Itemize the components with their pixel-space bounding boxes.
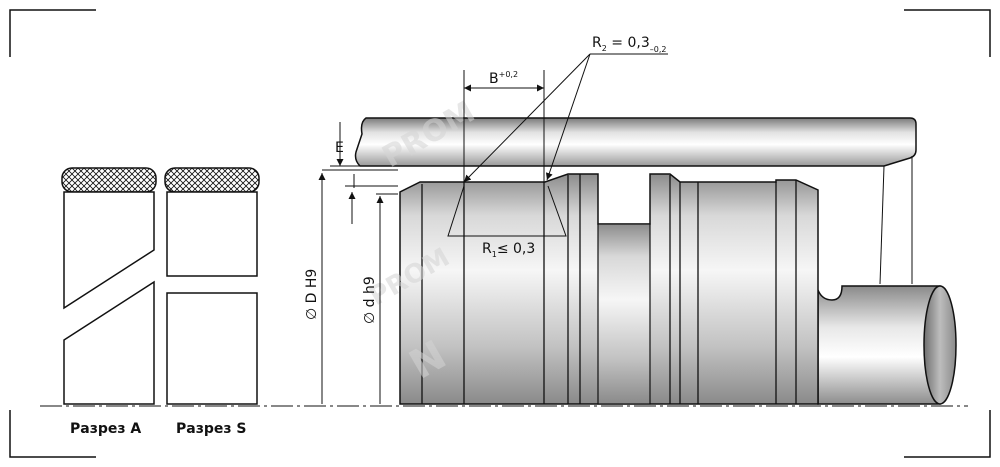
section-s-label: Разрез S xyxy=(176,421,246,437)
section-a-drawing xyxy=(61,167,157,405)
dim-b-label: B+0,2 xyxy=(489,70,518,87)
dim-r1-label: R1≤ 0,3 xyxy=(482,241,535,259)
section-s-drawing xyxy=(164,167,260,405)
section-a-label: Разрез А xyxy=(70,421,141,437)
cylinder-barrel xyxy=(354,117,917,285)
dim-r2-label: R2 = 0,3–0,2 xyxy=(592,35,666,54)
dimension-lines xyxy=(318,53,668,404)
dim-e-label: E xyxy=(335,140,344,156)
dim-d-label: ∅ d h9 xyxy=(362,276,378,324)
frame-corners xyxy=(9,9,991,458)
dim-D-label: ∅ D H9 xyxy=(304,269,320,320)
piston-rod xyxy=(817,285,957,405)
piston-body xyxy=(399,173,819,405)
